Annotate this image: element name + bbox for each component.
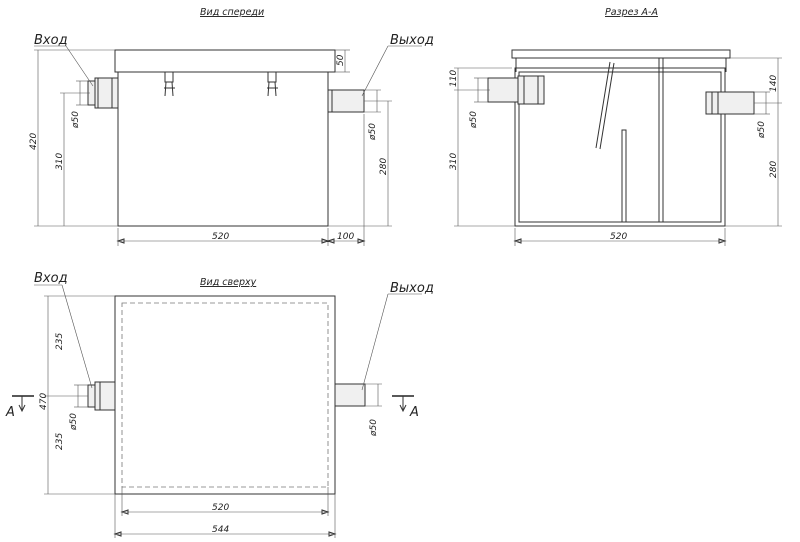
dim-outlet-height: 280 xyxy=(379,158,389,175)
dim-lid-height: 50 xyxy=(336,54,346,66)
section-baffle-inclined xyxy=(595,61,611,149)
front-latch-right xyxy=(267,71,278,97)
section-body xyxy=(514,67,726,227)
dim-top-inner-length: 520 xyxy=(212,503,229,513)
dim-total-height: 420 xyxy=(29,133,39,150)
front-outlet-label: Выход xyxy=(390,33,434,48)
section-marker-left: А xyxy=(5,395,34,420)
dim-top-outlet-diameter: ø50 xyxy=(369,419,379,437)
section-baffle-low xyxy=(621,129,627,223)
svg-text:А: А xyxy=(409,405,419,420)
dim-outlet-diameter: ø50 xyxy=(368,123,378,141)
front-view: Вид спереди Вход Выход xyxy=(29,7,434,246)
svg-text:А: А xyxy=(5,405,15,420)
top-inner-dashed xyxy=(121,302,329,488)
front-outlet-pipe xyxy=(327,89,365,113)
dim-section-inlet-offset: 110 xyxy=(449,70,459,87)
section-view: Разрез А-А 110 310 xyxy=(449,7,782,246)
top-outlet-label: Выход xyxy=(390,281,434,296)
section-marker-right: А xyxy=(392,395,419,420)
top-outlet-pipe xyxy=(334,383,366,407)
dim-outlet-projection: 100 xyxy=(337,232,354,242)
dim-top-half-width-lower: 235 xyxy=(55,433,65,450)
dim-top-inlet-diameter: ø50 xyxy=(69,413,79,431)
front-inlet-pipe xyxy=(87,77,119,109)
section-inlet-pipe xyxy=(487,75,545,105)
front-inlet-label: Вход xyxy=(34,33,68,48)
top-inlet-pipe xyxy=(87,381,116,411)
section-view-title: Разрез А-А xyxy=(605,7,658,18)
section-outlet-pipe xyxy=(705,91,755,115)
dim-top-half-width-upper: 235 xyxy=(55,333,65,350)
top-inlet-label: Вход xyxy=(34,271,68,286)
front-view-title: Вид спереди xyxy=(200,7,264,18)
dim-section-inlet-height: 310 xyxy=(449,153,459,170)
dim-top-overall-length: 544 xyxy=(212,525,229,535)
dim-section-outlet-offset: 140 xyxy=(769,75,779,92)
dim-top-total-width: 470 xyxy=(39,393,49,410)
front-lid xyxy=(114,49,336,73)
dim-inlet-height: 310 xyxy=(55,153,65,170)
front-latch-left xyxy=(164,71,175,97)
top-view: Вид сверху Вход Выход А А xyxy=(5,271,434,538)
dim-section-length: 520 xyxy=(610,232,627,242)
top-outer xyxy=(114,295,336,495)
dim-section-inlet-diameter: ø50 xyxy=(469,111,479,129)
dim-section-outlet-height: 280 xyxy=(769,161,779,178)
section-lid xyxy=(511,49,731,59)
top-view-title: Вид сверху xyxy=(200,277,257,288)
dim-section-outlet-diameter: ø50 xyxy=(757,121,767,139)
dim-body-length: 520 xyxy=(212,232,229,242)
section-baffle-high xyxy=(658,57,664,223)
dim-inlet-diameter: ø50 xyxy=(71,111,81,129)
front-body xyxy=(117,71,329,227)
